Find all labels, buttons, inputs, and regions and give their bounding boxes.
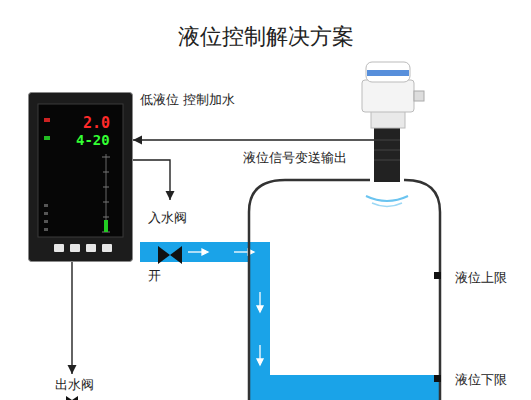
arrow-head [133, 136, 142, 145]
signal-connector [68, 262, 77, 374]
node-text: 液位上限 [455, 270, 507, 286]
signal-connector [133, 160, 175, 200]
flow-arrows [188, 249, 263, 365]
inlet-pipe-down [250, 242, 270, 376]
node-text: 4-20 [76, 132, 110, 149]
node-text: 液位下限 [455, 372, 507, 388]
node-text: 出水阀 [55, 377, 94, 393]
connector-line [71, 262, 72, 374]
connector-line [133, 160, 170, 200]
diagram-title: 液位控制解决方案 [0, 24, 531, 50]
note-label: 低液位 控制加水 [140, 92, 235, 108]
node-text: 入水阀 [148, 210, 187, 226]
valve-symbol: 出水阀 [40, 374, 110, 400]
arrow-head [166, 191, 175, 200]
tank-body: 液位上限液位下限 [246, 60, 526, 400]
signal-connector [133, 136, 374, 145]
edge-label: 液位信号变送输出 [242, 150, 348, 166]
arrow-head [68, 365, 77, 374]
connector-line [133, 139, 374, 140]
controller-box: 2.04-20 [28, 92, 133, 262]
node-illustration [28, 92, 133, 262]
water [250, 375, 439, 400]
valve-symbol: 入水阀开 [135, 200, 205, 288]
node-illustration [246, 60, 526, 400]
node-text: 2.0 [83, 114, 110, 132]
node-text: 开 [148, 268, 161, 284]
